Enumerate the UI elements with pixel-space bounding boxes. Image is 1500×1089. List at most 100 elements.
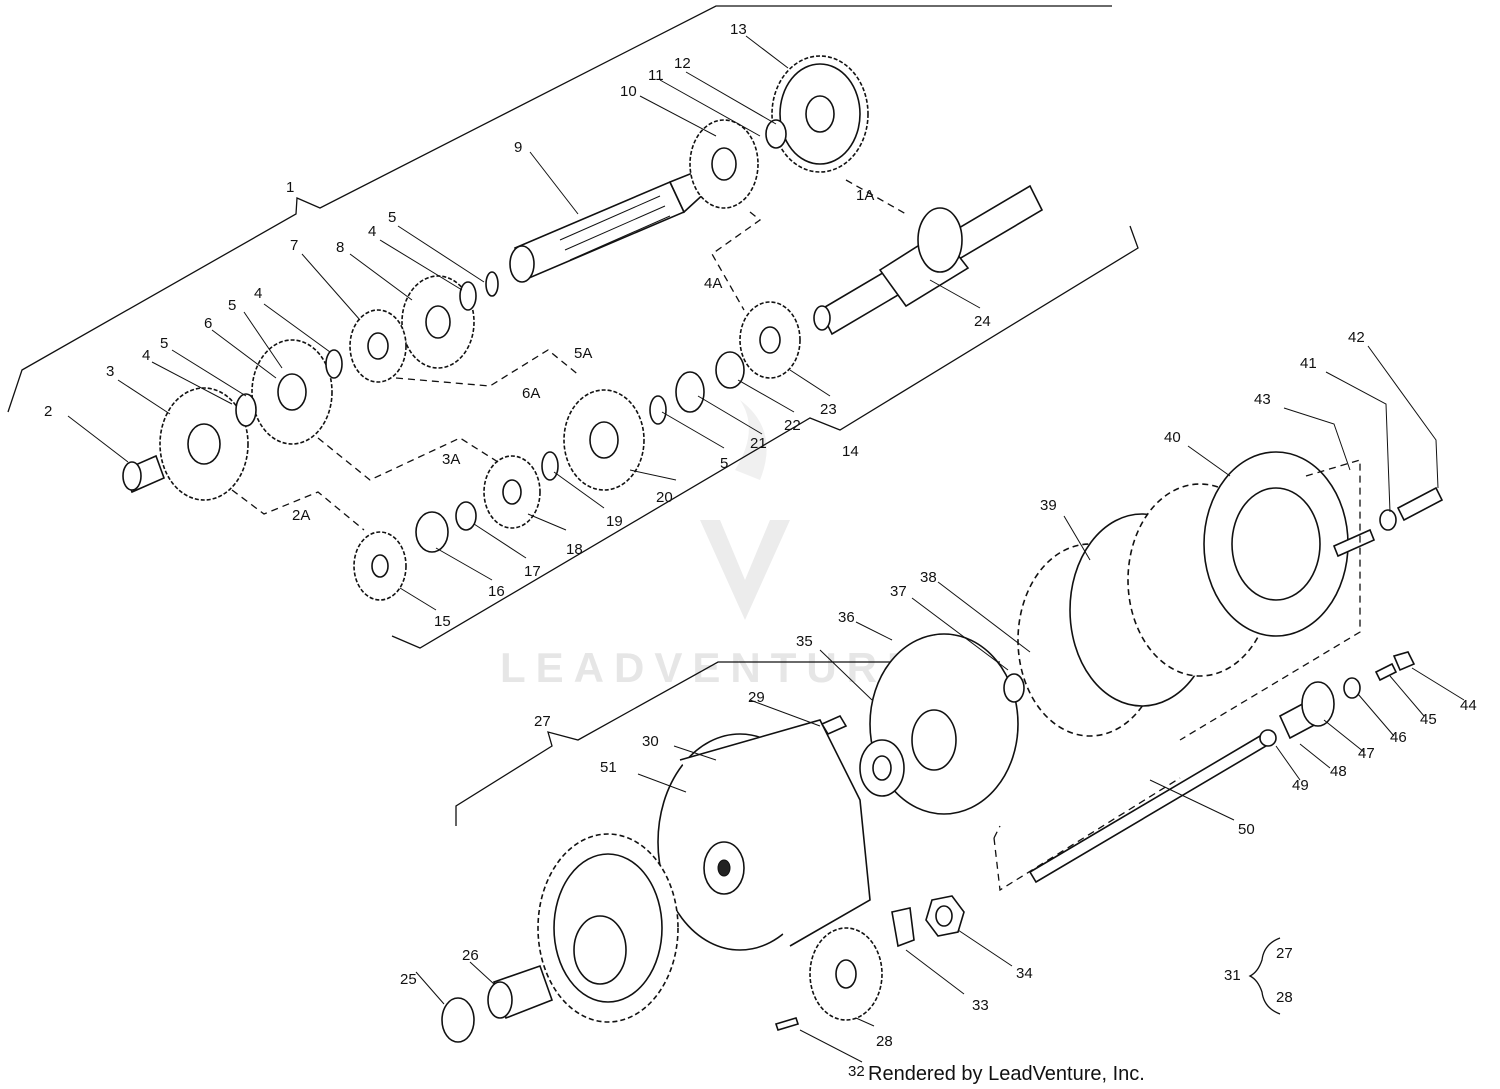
callout-28: 28 [876,1033,893,1050]
callout-39: 39 [1040,497,1057,514]
callout-25: 25 [400,971,417,988]
callout-35: 35 [796,633,813,650]
callout-45: 45 [1420,711,1437,728]
washers-21-22 [649,351,745,425]
gear-7 [349,309,407,383]
bushing-26 [487,964,554,1020]
callout-32: 32 [848,1063,865,1080]
gear-15 [353,531,407,601]
callout-26: 26 [462,947,479,964]
callout-22: 22 [784,417,801,434]
nut-44 [1392,651,1416,672]
callout-6: 6 [204,315,212,332]
clutch-outer-51 [657,719,871,951]
callout-4-b: 4 [254,285,262,302]
lockwasher-33 [891,907,915,948]
callout-20: 20 [656,489,673,506]
callout-14: 14 [842,443,859,460]
pushrod-50 [1028,734,1268,884]
callout-27: 27 [534,713,551,730]
callout-34: 34 [1016,965,1033,982]
callout-50: 50 [1238,821,1255,838]
rings-4-5 [235,271,499,427]
callout-19: 19 [606,513,623,530]
callout-5-d: 5 [720,455,728,472]
bearing-16 [415,511,449,553]
primary-gear [537,833,679,1023]
gear-3 [159,387,249,501]
callout-51: 51 [600,759,617,776]
callout-17: 17 [524,563,541,580]
callout-5-c: 5 [388,209,396,226]
gear-20 [563,389,645,491]
callout-4-a: 4 [142,347,150,364]
screw-45 [1374,662,1398,682]
bushing-2 [122,454,166,494]
callout-5a: 5A [574,345,592,362]
gear-23 [739,301,801,379]
bolt-42 [1396,486,1444,522]
callout-43: 43 [1254,391,1271,408]
callout-10: 10 [620,83,637,100]
callout-7: 7 [290,237,298,254]
callout-1: 1 [286,179,294,196]
callout-11: 11 [648,67,664,84]
callout-46: 46 [1390,729,1407,746]
callout-4a: 4A [704,275,722,292]
washer-37 [1003,673,1025,703]
callout-38: 38 [920,569,937,586]
callout-37: 37 [890,583,907,600]
gear-8 [401,275,475,369]
bushing-17 [455,501,477,531]
callout-49: 49 [1292,777,1309,794]
nut-34 [925,895,965,937]
callout-15: 15 [434,613,451,630]
watermark-text: LEADVENTURE [500,644,925,691]
bolt-29 [820,714,848,736]
callout-5-b: 5 [228,297,236,314]
callout-31-28: 28 [1276,989,1293,1006]
spring-43 [1332,528,1376,558]
washer-12 [765,119,787,149]
ring-19 [541,451,559,481]
callout-44: 44 [1460,697,1477,714]
callout-5-a: 5 [160,335,168,352]
callout-3: 3 [106,363,114,380]
callout-16: 16 [488,583,505,600]
callout-4-c: 4 [368,223,376,240]
washer-41 [1379,509,1397,531]
callout-48: 48 [1330,763,1347,780]
callout-12: 12 [674,55,691,72]
callout-2: 2 [44,403,52,420]
callout-31: 31 [1224,967,1241,984]
callout-47: 47 [1358,745,1375,762]
clutch-cover-40 [1203,451,1349,637]
leader-lines [67,35,1465,1063]
callout-23: 23 [820,401,837,418]
callout-8: 8 [336,239,344,256]
callout-31-27: 27 [1276,945,1293,962]
callout-33: 33 [972,997,989,1014]
release-48-47 [1278,681,1335,740]
shaft-24 [813,184,1044,336]
callout-29: 29 [748,689,765,706]
callout-30: 30 [642,733,659,750]
callout-21: 21 [750,435,767,452]
callout-3a: 3A [442,451,460,468]
callout-6a: 6A [522,385,540,402]
gear-13 [771,55,869,173]
callout-1a: 1A [856,187,874,204]
callout-9: 9 [514,139,522,156]
callout-41: 41 [1300,355,1317,372]
callout-labels: 1 2 2A 3 3A 4 4 4 4A 5 5 5 5 5A 6 6A 7 8… [44,21,1477,1080]
gear-28 [809,927,883,1021]
gear-6 [251,339,333,445]
pressure-plate-36 [869,633,1019,815]
shaft-9 [509,168,709,283]
hub-35 [859,739,905,797]
watermark-logo: LEADVENTURE [500,400,925,691]
gear-10 [689,119,759,209]
callout-42: 42 [1348,329,1365,346]
washer-25 [441,997,475,1043]
